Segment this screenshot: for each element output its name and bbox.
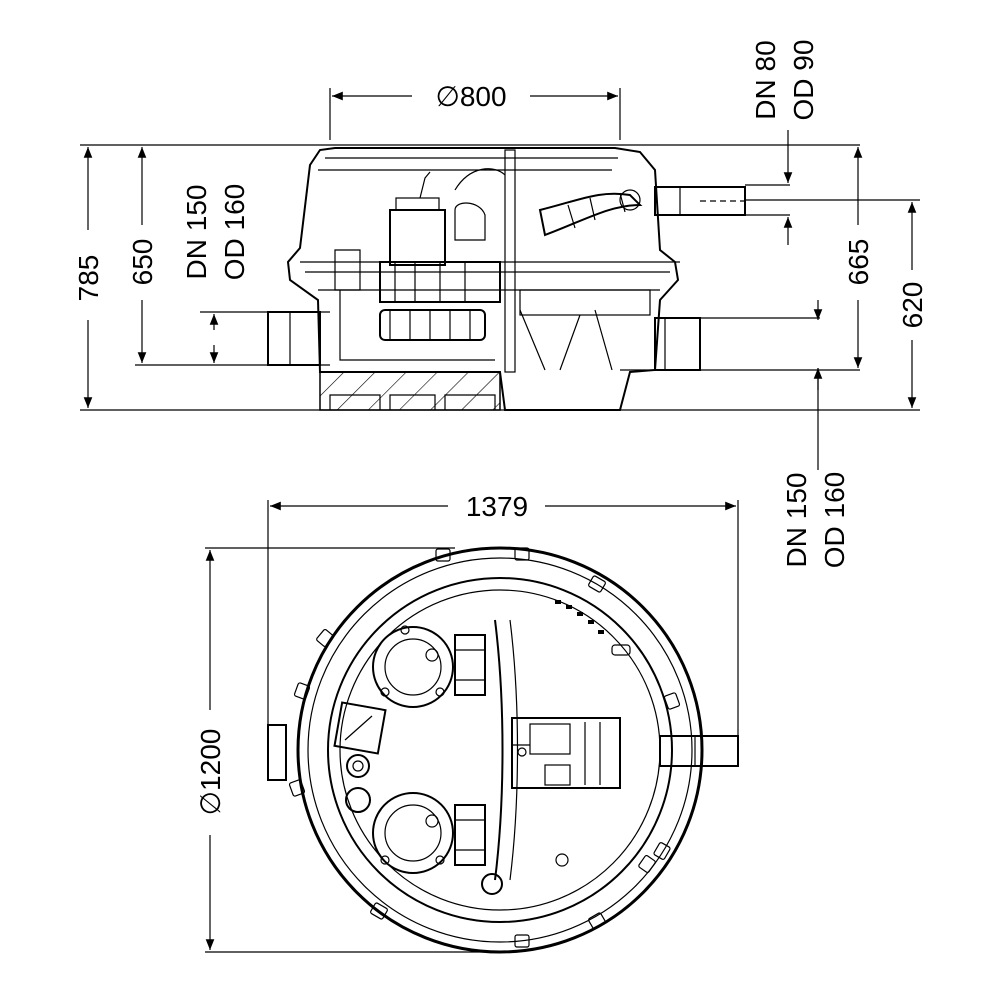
vent-port [345,787,371,813]
dim-665-label: 665 [843,239,874,286]
pump-upper [372,625,486,708]
pump-base [379,309,486,341]
gauge-panel [333,701,387,755]
label-inlet-left-od: OD 160 [219,184,250,281]
pump-lower [372,792,486,874]
label-inlet-left-dn: DN 150 [181,185,212,280]
dim-785-label: 785 [73,255,104,302]
tank-outer-rim-inner [307,557,693,943]
top-view: 1379 ∅1200 [195,491,739,954]
rim-clips [288,547,681,948]
pressure-hose [538,192,643,237]
dim-1379-label: 1379 [466,491,528,522]
divider-wall [494,619,504,881]
control-unit-top [511,717,621,867]
label-pressure-od: OD 90 [788,40,819,121]
separator-wall [504,149,516,373]
label-inlet-right-dn: DN 150 [781,473,812,568]
inlet-pipe-right [654,317,701,371]
dim-620-label: 620 [897,282,928,329]
dim-800-label: ∅800 [435,81,506,112]
label-inlet-right-od: OD 160 [819,472,850,569]
side-view: ∅800 785 650 DN 150 OD 160 DN 80 OD 90 6… [73,40,928,569]
dim-650-label: 650 [127,239,158,286]
tank-side-body [267,147,746,411]
tank-outer-rim [296,546,704,954]
drain-port [481,873,503,895]
inlet-pipe-stub [267,724,287,781]
hatched-base [319,371,501,411]
label-pressure-dn: DN 80 [750,40,781,119]
valve-knob [346,754,370,778]
inlet-pipe-left [267,311,321,366]
tank-opening [327,577,673,923]
control-unit [389,209,446,266]
rim-markings [555,600,631,656]
pressure-pipe-stub [659,735,739,767]
dim-1200-label: ∅1200 [195,729,226,816]
